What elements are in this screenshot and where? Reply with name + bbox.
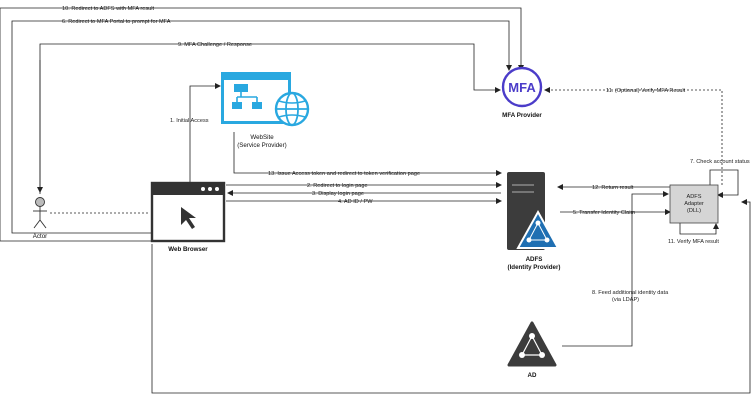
mfa-logo-icon <box>501 66 543 108</box>
website-icon <box>221 72 310 127</box>
edge-10: 10. Redirect to ADFS with MFA result <box>0 6 524 241</box>
edge-3: 3. Display login page <box>227 190 501 197</box>
actor-label: Actor <box>33 233 47 240</box>
edge-3-label: 3. Display login page <box>312 191 364 197</box>
adfs-adapter-line1: ADFS <box>687 194 702 200</box>
edge-7: 7. Check account status <box>690 159 750 198</box>
edge-6-label: 6. Redirect to MFA Portal to prompt for … <box>62 19 171 25</box>
edge-9: 9. MFA Challenge / Response <box>37 42 501 194</box>
actor-icon <box>33 197 47 229</box>
edge-1: 1. Initial Access <box>170 83 221 183</box>
edge-5-label: 5. Transfer Identity Claim <box>573 210 636 216</box>
edge-11-label: 11. Verify MFA result <box>668 239 719 245</box>
web-browser-label: Web Browser <box>168 246 208 253</box>
adfs-adapter-line3: (DLL) <box>687 208 701 214</box>
edge-12-label: 12. Return result <box>592 185 634 191</box>
mfa-provider-label: MFA Provider <box>502 112 542 119</box>
edge-8: 8. Feed additional identity data (via LD… <box>562 191 669 347</box>
edge-7-label: 7. Check account status <box>690 159 750 165</box>
edge-13: 13. Issue Access token and redirect to t… <box>233 132 502 177</box>
web-browser-node: Web Browser <box>150 181 226 253</box>
edge-5: 5. Transfer Identity Claim <box>560 209 671 216</box>
edge-11-optional: 11. (Optional) Verify MFA Result <box>544 87 723 185</box>
adfs-adapter-box <box>669 184 719 224</box>
edge-2: 2. Redirect to login page <box>226 182 502 189</box>
edge-1-label: 1. Initial Access <box>170 118 209 124</box>
edge-6: 6. Redirect to MFA Portal to prompt for … <box>11 19 512 234</box>
edge-9-label: 9. MFA Challenge / Response <box>178 42 252 48</box>
edge-10-label: 10. Redirect to ADFS with MFA result <box>62 6 154 12</box>
website-node: WebSite (Service Provider) <box>221 72 310 149</box>
edge-8-label: 8. Feed additional identity data <box>592 290 669 296</box>
mfa-provider-node: MFA MFA Provider <box>501 66 543 119</box>
ad-label: AD <box>528 372 537 379</box>
edge-13-label: 13. Issue Access token and redirect to t… <box>268 171 420 177</box>
edge-8-sublabel: (via LDAP) <box>612 297 639 303</box>
adfs-adapter-node: ADFS Adapter (DLL) <box>669 184 719 224</box>
edge-bottom-loop <box>151 199 751 394</box>
adfs-adapter-line2: Adapter <box>684 201 704 207</box>
edge-4: 4. AD ID / PW <box>226 198 502 205</box>
cursor-icon <box>181 207 196 229</box>
adfs-node: ADFS (Identity Provider) <box>507 172 560 271</box>
actor-node: Actor <box>33 197 47 240</box>
ad-icon <box>507 321 557 367</box>
edge-4-label: 4. AD ID / PW <box>338 199 373 205</box>
server-icon <box>507 172 560 250</box>
edge-2-label: 2. Redirect to login page <box>307 183 368 189</box>
edge-11: 11. Verify MFA result <box>668 222 719 245</box>
website-sublabel: (Service Provider) <box>237 142 287 149</box>
browser-window-icon <box>150 181 226 243</box>
edge-12: 12. Return result <box>557 184 670 191</box>
mfa-logo-text: MFA <box>508 80 536 95</box>
edge-11-optional-label: 11. (Optional) Verify MFA Result <box>606 88 686 94</box>
website-label: WebSite <box>250 134 274 141</box>
ad-node: AD <box>507 321 557 379</box>
adfs-label: ADFS <box>526 256 543 263</box>
adfs-sublabel: (Identity Provider) <box>508 264 561 271</box>
